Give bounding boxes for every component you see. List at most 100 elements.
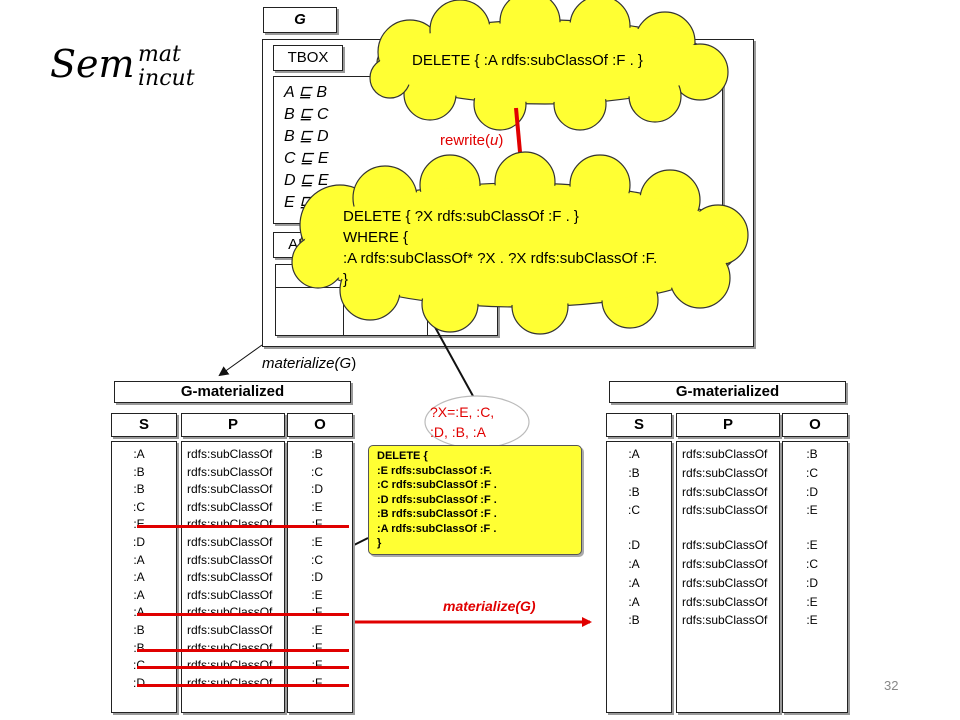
table-cell: :F: [311, 675, 323, 690]
bubble-line-1: ?X=:E, :C,: [430, 404, 495, 420]
note-line: :D rdfs:subClassOf :F .: [377, 493, 497, 506]
cloud-mid: [291, 151, 749, 335]
table-cell: :A: [133, 552, 145, 567]
table-cell: :B: [133, 623, 145, 637]
column-body: [676, 441, 780, 713]
column-body: [606, 441, 672, 713]
table-cell: rdfs:subClassOf: [682, 484, 768, 499]
tbox-label: TBOX: [273, 45, 343, 71]
table-cell: :A: [133, 605, 145, 620]
materialize-red-label: materialize(G): [443, 598, 536, 614]
cloud-mid-line-1: DELETE { ?X rdfs:subClassOf :F . }: [343, 208, 579, 225]
title-subscript: incut: [138, 66, 195, 91]
table-cell: rdfs:subClassOf: [682, 503, 768, 518]
table-cell: :E: [806, 594, 818, 609]
table-cell: rdfs:subClassOf: [187, 587, 273, 602]
table-cell: :D: [311, 482, 323, 497]
table-cell: :A: [628, 575, 640, 590]
abox-to-bubble-line: [429, 317, 474, 397]
table-cell: :B: [628, 613, 640, 628]
column-header: S: [606, 413, 672, 437]
table-cell: :E: [806, 613, 818, 628]
tbox-axiom: B ⊑ D: [284, 128, 329, 145]
table-cell: :D: [311, 570, 323, 585]
table-cell: rdfs:subClassOf: [187, 570, 273, 585]
table-cell: :D: [133, 675, 145, 690]
table-cell: :C: [628, 503, 640, 518]
table-cell: :A: [133, 447, 145, 461]
table-cell: :B: [311, 447, 323, 461]
note-connector: [351, 537, 369, 547]
table-cell: :A: [628, 447, 640, 461]
table-cell: rdfs:subClassOf: [187, 623, 273, 637]
table-cell: rdfs:subClassOf: [187, 447, 273, 461]
column-body: [782, 441, 848, 713]
column-header: P: [676, 413, 780, 437]
table-cell: :E: [311, 623, 323, 637]
table-cell: :B: [133, 464, 145, 479]
table-cell: :B: [133, 640, 145, 655]
table-cell: :F: [311, 658, 323, 673]
table-cell: rdfs:subClassOf: [187, 499, 273, 514]
tbox-axiom: B ⊑ C: [284, 106, 329, 123]
table-cell: :E: [311, 499, 323, 514]
table-cell: :C: [133, 499, 145, 514]
table-cell: :F: [311, 640, 323, 655]
note-line: }: [377, 537, 382, 549]
table-cell: rdfs:subClassOf: [187, 517, 273, 532]
table-cell: rdfs:subClassOf: [682, 538, 768, 553]
table-cell: :F: [311, 517, 323, 532]
cloud-mid-line-3: :A rdfs:subClassOf* ?X . ?X rdfs:subClas…: [343, 250, 658, 267]
table-cell: :A: [133, 570, 145, 585]
table-title: G-materialized: [114, 381, 351, 403]
strike-line: [137, 666, 349, 670]
tbox-axiom: A ⊑ B: [284, 84, 328, 101]
table-cell: rdfs:subClassOf: [682, 447, 768, 461]
table-cell: :F: [311, 605, 323, 620]
table-cell: :B: [133, 482, 145, 497]
table-cell: :C: [133, 658, 145, 673]
table-cell: :B: [806, 447, 818, 461]
strike-line: [137, 613, 349, 617]
table-cell: :C: [806, 557, 818, 571]
note-line: DELETE {: [377, 450, 428, 462]
table-cell: rdfs:subClassOf: [187, 552, 273, 567]
table-cell: :E: [806, 503, 818, 518]
table-cell: rdfs:subClassOf: [187, 464, 273, 479]
note-line: :A rdfs:subClassOf :F .: [377, 522, 497, 535]
table-cell: :C: [806, 465, 818, 480]
table-cell: rdfs:subClassOf: [187, 675, 273, 690]
semantics-title: Sem mat incut: [50, 42, 195, 91]
table-cell: :E: [311, 535, 323, 549]
table-cell: :D: [133, 535, 145, 549]
cloud-mid-line-2: WHERE {: [343, 229, 409, 246]
table-cell: rdfs:subClassOf: [187, 482, 273, 497]
table-cell: :E: [806, 538, 818, 553]
graph-label: G: [263, 7, 337, 33]
column-header: O: [782, 413, 848, 437]
rewrite-label: rewrite(u): [440, 132, 504, 149]
table-cell: rdfs:subClassOf: [187, 535, 273, 549]
table-cell: rdfs:subClassOf: [682, 594, 768, 609]
table-cell: rdfs:subClassOf: [682, 465, 768, 480]
table-cell: :D: [628, 538, 640, 553]
table-cell: :E: [311, 587, 323, 602]
note-line: :C rdfs:subClassOf :F .: [377, 479, 497, 491]
table-cell: rdfs:subClassOf: [187, 640, 273, 655]
column-header: O: [287, 413, 353, 437]
title-base: Sem: [50, 42, 135, 86]
table-cell: :D: [806, 484, 818, 499]
note-line: :B rdfs:subClassOf :F .: [377, 508, 497, 520]
materialize-label: materialize(G): [262, 355, 357, 372]
column-header: S: [111, 413, 177, 437]
tbox-axiom: C ⊑ E: [284, 150, 329, 167]
strike-line: [137, 525, 349, 529]
strike-line: [137, 648, 349, 652]
table-cell: :B: [628, 484, 640, 499]
title-superscript: mat: [138, 42, 181, 67]
materialize-arrow: [218, 344, 263, 377]
table-title: G-materialized: [609, 381, 846, 403]
table-cell: rdfs:subClassOf: [682, 557, 768, 571]
table-cell: :A: [628, 557, 640, 571]
